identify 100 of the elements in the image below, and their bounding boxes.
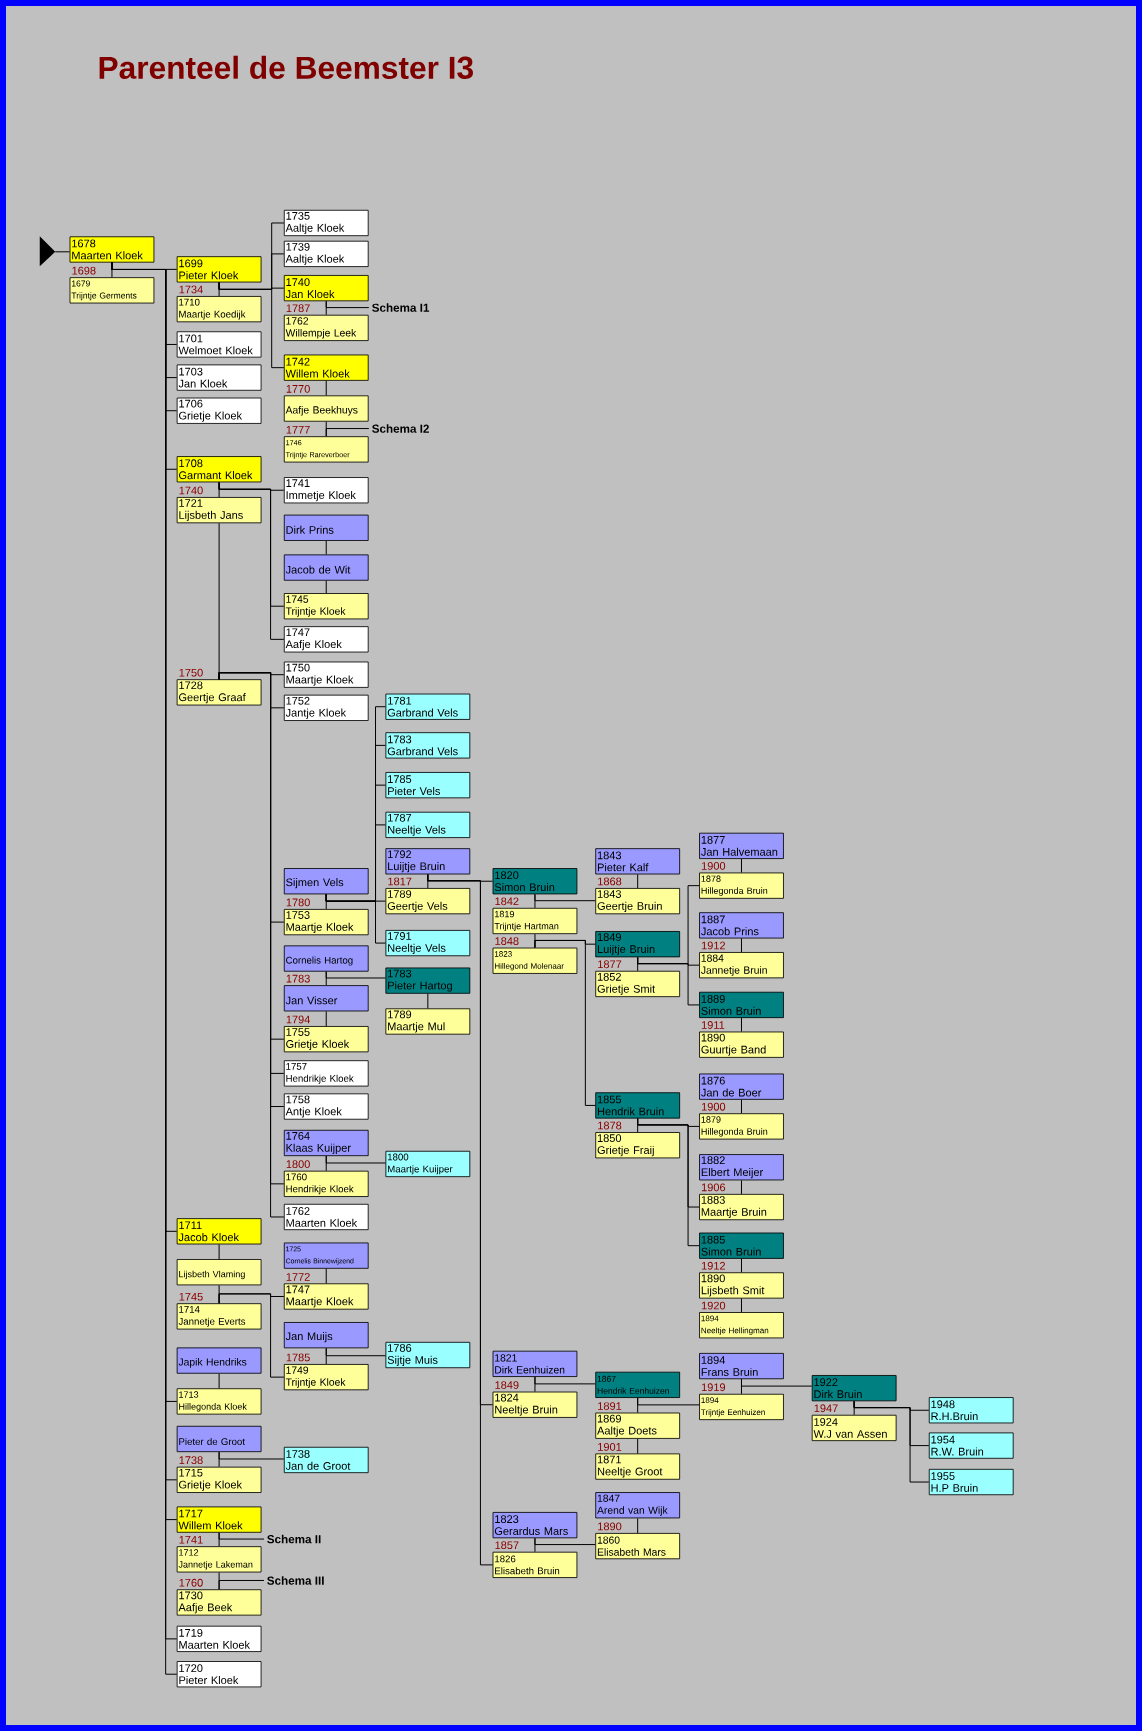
connector-line [218,1451,285,1460]
person-box: 1850 Grietje Fraij [595,1132,681,1159]
marriage-year: 1777 [286,426,310,434]
connector-line [637,873,639,889]
person-box: Jan Muijs [283,1322,369,1349]
person-box: 1742 Willem Kloek [283,354,369,381]
marriage-year: 1772 [286,1273,310,1281]
person-box: 1758 Antje Kloek [283,1093,369,1120]
marriage-year: 1738 [179,1456,203,1465]
person-box: 1757 Hendrikje Kloek [283,1060,369,1087]
person-box: 1955 H.P Bruin [928,1468,1014,1496]
connector-line [218,1532,265,1540]
person-box: Jacob de Wit [283,554,369,581]
person-box: 1717 Willem Kloek [176,1506,262,1533]
person-box: 1894 Neeltje Hellingman [699,1312,784,1339]
connector-line [741,938,742,953]
person-box: 1824 Neeltje Bruin [492,1391,578,1418]
connector-line [325,1268,327,1284]
person-box: 1712 Jannetje Lakeman [176,1546,262,1573]
person-box: Jan Visser [283,985,369,1012]
marriage-year: 1912 [701,941,726,950]
person-box: 1878 Hillegonda Bruin [699,872,784,899]
person-box: 1879 Hillegonda Bruin [699,1113,784,1140]
connector-line [741,1017,742,1033]
person-box: 1823 Gerardus Mars [492,1512,578,1539]
person-box: 1753 Maartje Kloek [283,908,369,936]
marriage-year: 1877 [598,960,622,969]
person-box: 1948 R.H.Bruin [928,1397,1014,1424]
person-box: 1762 Willempje Leek [283,314,369,341]
marriage-year: 1900 [701,862,726,870]
connector-line [325,380,327,396]
person-box: 1890 Lijsbeth Smit [699,1272,784,1299]
connector-line [534,1376,596,1385]
person-box: 1721 Lijsbeth Jans [176,497,262,524]
person-box: 1783 Pieter Hartog [385,967,471,994]
connector-line [534,893,596,902]
marriage-year: 1878 [598,1121,622,1130]
person-box: 1819 Trijntje Hartman [492,907,578,935]
marriage-year: 1920 [701,1301,726,1310]
marriage-year: 1745 [179,1292,203,1301]
marriage-year: 1787 [286,304,310,313]
person-box: 1922 Dirk Bruin [811,1375,897,1402]
connector-line [325,580,327,594]
marriage-year: 1849 [495,1381,519,1389]
marriage-year: 1911 [701,1021,725,1029]
person-box: 1715 Grietje Kloek [176,1466,262,1493]
connector-line [637,956,700,1006]
person-box: 1789 Geertje Vels [385,888,471,915]
connector-line [218,1373,220,1389]
connector-line [325,1347,386,1357]
person-box: 1876 Jan de Boer [699,1073,784,1100]
person-box: 1789 Maartje Mul [385,1008,471,1035]
person-box: 1871 Neeltje Groot [595,1453,681,1480]
connector-line [637,1438,639,1454]
person-box: 1678 Maarten Kloek [69,236,155,263]
person-box: 1747 Aafje Kloek [283,626,369,653]
connector-line [741,858,742,874]
marriage-year: 1740 [179,486,203,495]
person-box: 1821 Dirk Eenhuizen [492,1350,578,1377]
person-box: 1887 Jacob Prins [699,912,784,939]
connector-line [325,893,386,944]
person-box: 1747 Maartje Kloek [283,1283,369,1310]
person-box: 1820 Simon Bruin [492,868,578,895]
connector-line [325,1155,386,1164]
marriage-year: 1857 [495,1541,519,1550]
person-box: 1924 W.J van Assen [811,1414,897,1442]
connector-line [325,428,370,437]
connector-line [741,1179,742,1195]
person-box: 1701 Welmoet Kloek [176,331,262,358]
marriage-year: 1919 [701,1383,726,1392]
connector-line [325,300,370,309]
person-box: 1867 Hendrik Eenhuizen [595,1371,681,1398]
person-box: 1792 Luijtje Bruin [385,848,471,875]
marriage-year: 1760 [179,1578,203,1587]
marriage-year: 1901 [598,1443,622,1451]
person-box: 1728 Geertje Graaf [176,679,262,706]
person-box: Japik Hendriks [176,1347,262,1374]
connector-line [741,1378,813,1387]
person-box: 1860 Elisabeth Mars [595,1533,681,1560]
connector-line [218,1580,265,1590]
person-box: 1843 Geertje Bruin [595,888,681,915]
person-box: 1800 Maartje Kuijper [385,1150,471,1178]
connector-line [637,1397,700,1406]
person-box: Cornelis Hartog [283,945,369,972]
connector-line [534,1537,596,1546]
schema-reference: Schema I1 [372,303,430,312]
marriage-year: 1912 [701,1261,726,1270]
person-box: 1679 Trijntje Germents [69,277,155,304]
connector-line [325,540,327,555]
person-box: 1884 Jannetje Bruin [699,952,784,979]
schema-reference: Schema II [267,1534,321,1544]
connector-line [325,1010,327,1027]
person-box: 1706 Grietje Kloek [176,397,262,424]
person-box: 1735 Aaltje Kloek [283,209,369,237]
person-box: 1869 Aaltje Doets [595,1412,681,1439]
person-box: 1741 Immetje Kloek [283,477,369,504]
marriage-year: 1741 [179,1536,203,1544]
connector-line [741,1258,742,1273]
marriage-year: 1947 [814,1404,838,1413]
marriage-year: 1890 [598,1522,622,1531]
